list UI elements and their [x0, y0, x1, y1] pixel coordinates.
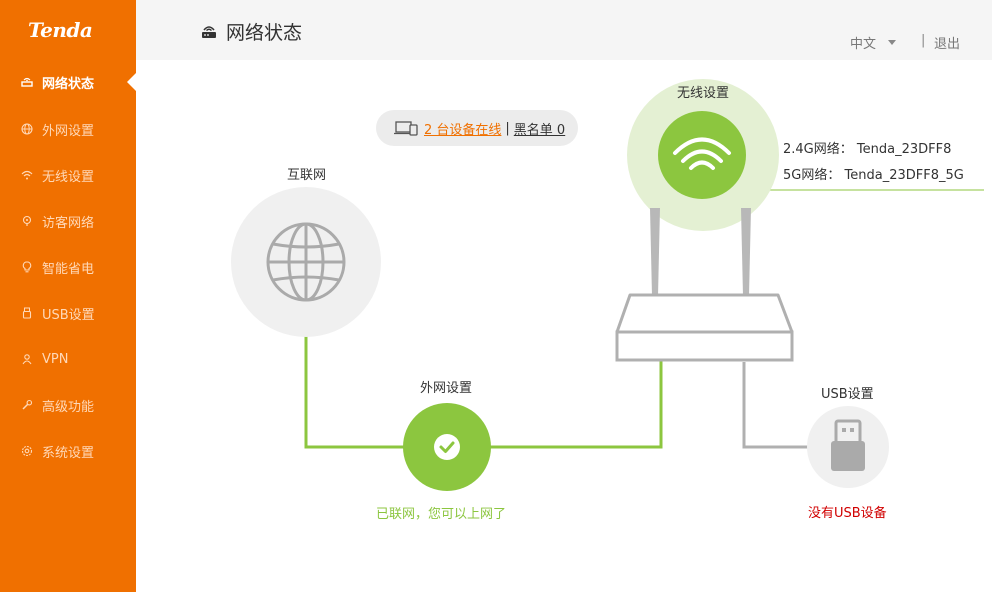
header-separator: |	[921, 33, 926, 48]
device-status-pill: 2 台设备在线 | 黑名单 0	[376, 110, 578, 146]
bulb-icon	[20, 260, 34, 274]
sidebar-item-label: 系统设置	[42, 445, 95, 461]
sidebar-item-label: 访客网络	[42, 215, 95, 231]
wifi-icon	[20, 168, 34, 182]
sidebar-item-guest-network[interactable]: 访客网络	[0, 203, 136, 239]
chevron-down-icon	[888, 40, 897, 45]
sidebar-item-advanced[interactable]: 高级功能	[0, 387, 136, 423]
logout-link[interactable]: 退出	[934, 37, 961, 52]
router-icon	[615, 293, 794, 362]
router-antenna-left	[650, 208, 660, 296]
sidebar-item-wireless-settings[interactable]: 无线设置	[0, 157, 136, 193]
sidebar-item-usb-settings[interactable]: USB设置	[0, 295, 136, 331]
router-icon	[202, 25, 216, 38]
page-title: 网络状态	[200, 18, 302, 45]
globe-icon	[20, 122, 34, 136]
router-usb-line	[742, 362, 812, 449]
wifi-5g-ssid: Tenda_23DFF8_5G	[844, 168, 964, 183]
wifi-24g-ssid: Tenda_23DFF8	[856, 142, 952, 157]
gear-icon	[20, 444, 34, 458]
sidebar-item-label: VPN	[42, 351, 69, 367]
router-antenna-right	[741, 208, 751, 296]
sidebar-item-label: 高级功能	[42, 399, 95, 415]
wifi-5g-info: 5G网络： Tenda_23DFF8_5G	[783, 164, 964, 183]
sidebar-item-vpn[interactable]: VPN	[0, 341, 136, 377]
sidebar-item-wan-settings[interactable]: 外网设置	[0, 111, 136, 147]
sidebar-item-network-status[interactable]: 网络状态	[0, 64, 136, 100]
online-devices-link[interactable]: 2 台设备在线	[424, 122, 502, 138]
sidebar-item-label: 外网设置	[42, 123, 95, 139]
wifi-24g-label: 2.4G网络：	[783, 142, 853, 157]
sidebar-item-label: USB设置	[42, 307, 95, 323]
active-indicator	[127, 73, 136, 91]
wan-router-line	[447, 360, 663, 449]
sidebar-item-system-settings[interactable]: 系统设置	[0, 433, 136, 469]
pill-separator: |	[505, 120, 510, 136]
internet-label: 互联网	[287, 168, 327, 183]
blacklist-link[interactable]: 黑名单 0	[513, 122, 566, 138]
internet-wan-line	[304, 300, 447, 449]
header-bar: 网络状态 中文 | 退出	[136, 0, 992, 60]
wifi-5g-label: 5G网络：	[783, 168, 841, 183]
sidebar-item-label: 网络状态	[42, 76, 95, 92]
devices-icon	[394, 121, 418, 136]
usb-icon	[20, 306, 34, 320]
wifi-24g-info: 2.4G网络： Tenda_23DFF8	[783, 138, 951, 157]
check-icon	[434, 434, 460, 460]
wan-status-text: 已联网，您可以上网了	[376, 507, 507, 522]
usb-icon	[831, 419, 865, 471]
vpn-icon	[20, 352, 34, 366]
wrench-icon	[20, 398, 34, 412]
guest-icon	[20, 214, 34, 228]
wan-label[interactable]: 外网设置	[420, 381, 473, 396]
sidebar-item-power-saving[interactable]: 智能省电	[0, 249, 136, 285]
router-icon	[20, 75, 34, 89]
sidebar-item-label: 无线设置	[42, 169, 95, 185]
wireless-inner-circle	[658, 111, 746, 199]
wifi-icon	[673, 137, 731, 170]
usb-status-text: 没有USB设备	[808, 506, 887, 521]
language-select[interactable]: 中文	[850, 33, 897, 52]
tenda-logo: Tenda	[28, 18, 93, 42]
wireless-label[interactable]: 无线设置	[677, 86, 730, 101]
usb-label[interactable]: USB设置	[821, 387, 874, 402]
sidebar-item-label: 智能省电	[42, 261, 95, 277]
globe-icon	[266, 222, 346, 302]
sidebar: Tenda 网络状态 外网设置 无线设置 访客网络 智能省电	[0, 0, 136, 592]
